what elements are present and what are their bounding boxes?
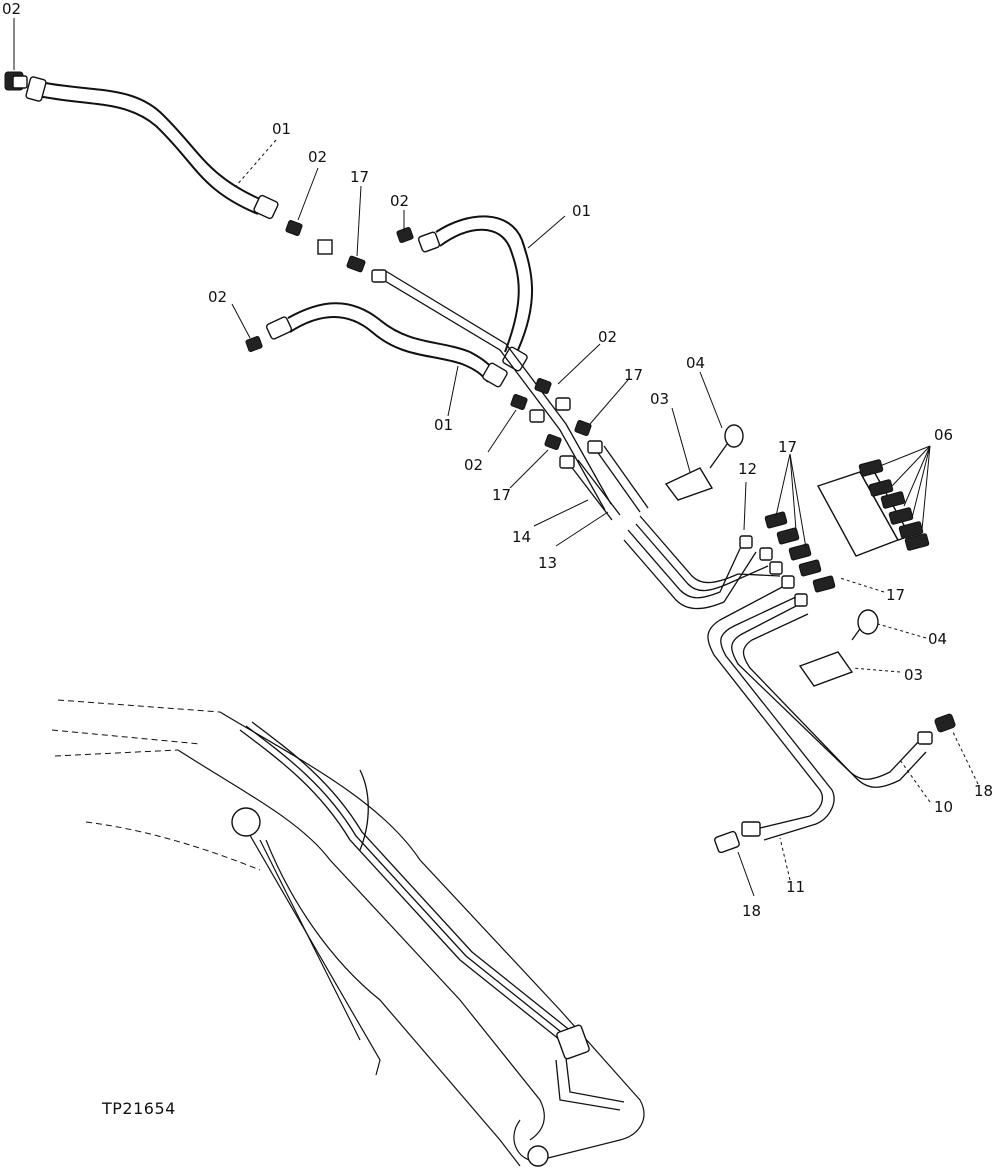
clamp-03-04-a [664,424,744,501]
label-18-a: 18 [974,782,993,800]
label-17-b: 17 [492,486,511,504]
label-12: 12 [738,460,757,478]
fitting-18-right [934,713,956,733]
hose-01-right [396,215,534,372]
valve-block [764,459,930,593]
label-01-a: 01 [272,120,291,138]
label-03-b: 03 [904,666,923,684]
tubes-13-14 [371,269,649,521]
clamp-part [317,239,333,255]
label-04-a: 04 [686,354,705,372]
label-02-a: 02 [2,0,21,18]
part-labels: 02 01 02 17 02 01 02 01 02 02 17 04 03 1… [2,0,993,920]
fitting-17-a [346,255,366,273]
fitting-18-left [714,830,740,854]
label-01-c: 01 [434,416,453,434]
label-02-c: 02 [390,192,409,210]
label-11: 11 [786,878,805,896]
label-02-f: 02 [598,328,617,346]
label-10: 10 [934,798,953,816]
label-04-b: 04 [928,630,947,648]
label-13: 13 [538,554,557,572]
leader-lines [13,18,979,897]
fitting-02-top [4,71,28,91]
label-18-b: 18 [742,902,761,920]
figure-code: TP21654 [101,1099,176,1118]
label-03-a: 03 [650,390,669,408]
clamp-03-04-b [798,609,879,687]
label-02-e: 02 [464,456,483,474]
label-06: 06 [934,426,953,444]
boom-inset [51,699,645,1167]
label-17-e: 17 [886,586,905,604]
label-17-d: 17 [778,438,797,456]
label-02-d: 02 [208,288,227,306]
label-02-b: 02 [308,148,327,166]
label-17-a: 17 [350,168,369,186]
label-14: 14 [512,528,531,546]
hose-01-top [25,76,279,220]
label-17-c: 17 [624,366,643,384]
tubes-10-11-12 [623,515,933,841]
fitting-02-b [285,220,303,236]
label-01-b: 01 [572,202,591,220]
hose-01-mid [245,302,508,388]
center-fittings [510,378,592,450]
